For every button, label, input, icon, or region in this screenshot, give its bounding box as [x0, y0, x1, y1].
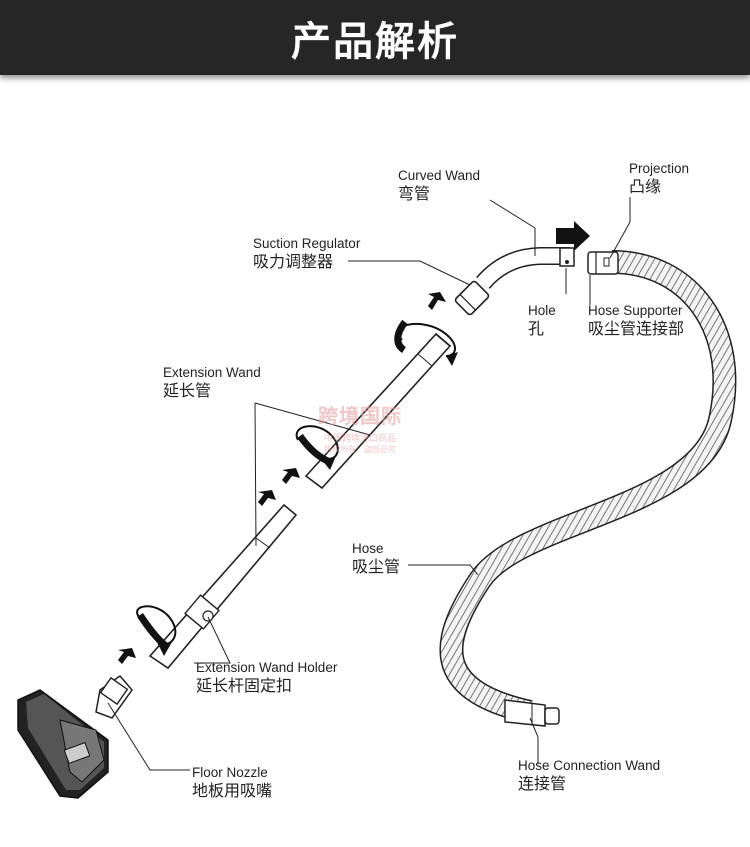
- extension-wand-lower: [148, 503, 298, 670]
- floor-nozzle: [17, 674, 133, 799]
- label-hose-supporter: Hose Supporter 吸尘管连接部: [588, 303, 685, 338]
- suction-regulator: [454, 280, 490, 316]
- hose: [439, 250, 737, 724]
- label-extension-wand: Extension Wand 延长管: [163, 365, 261, 400]
- leader-lines: [107, 197, 631, 771]
- label-floor-nozzle: Floor Nozzle 地板用吸嘴: [192, 765, 273, 800]
- label-hose-connection-wand: Hose Connection Wand 连接管: [518, 758, 661, 793]
- label-curved-wand: Curved Wand 弯管: [398, 168, 481, 203]
- extension-wand-upper: [304, 332, 452, 490]
- curved-wand: [476, 247, 575, 290]
- watermark: 跨境国际 中国跨境进口商品 版权所有 · 盗图必究: [318, 404, 402, 454]
- label-projection: Projection 凸缘: [629, 161, 690, 196]
- label-suction-regulator: Suction Regulator 吸力调整器: [253, 236, 361, 271]
- hose-connection-wand: [504, 699, 560, 727]
- label-extension-wand-holder: Extension Wand Holder 延长杆固定扣: [196, 660, 338, 695]
- hose-supporter: [587, 251, 619, 275]
- label-hole: Hole 孔: [528, 303, 556, 338]
- page-title: 产品解析: [291, 18, 459, 65]
- direction-arrows-small: [118, 292, 458, 664]
- header-bar: 产品解析: [0, 0, 750, 75]
- label-hose: Hose 吸尘管: [352, 541, 401, 576]
- insert-arrow: [556, 221, 590, 251]
